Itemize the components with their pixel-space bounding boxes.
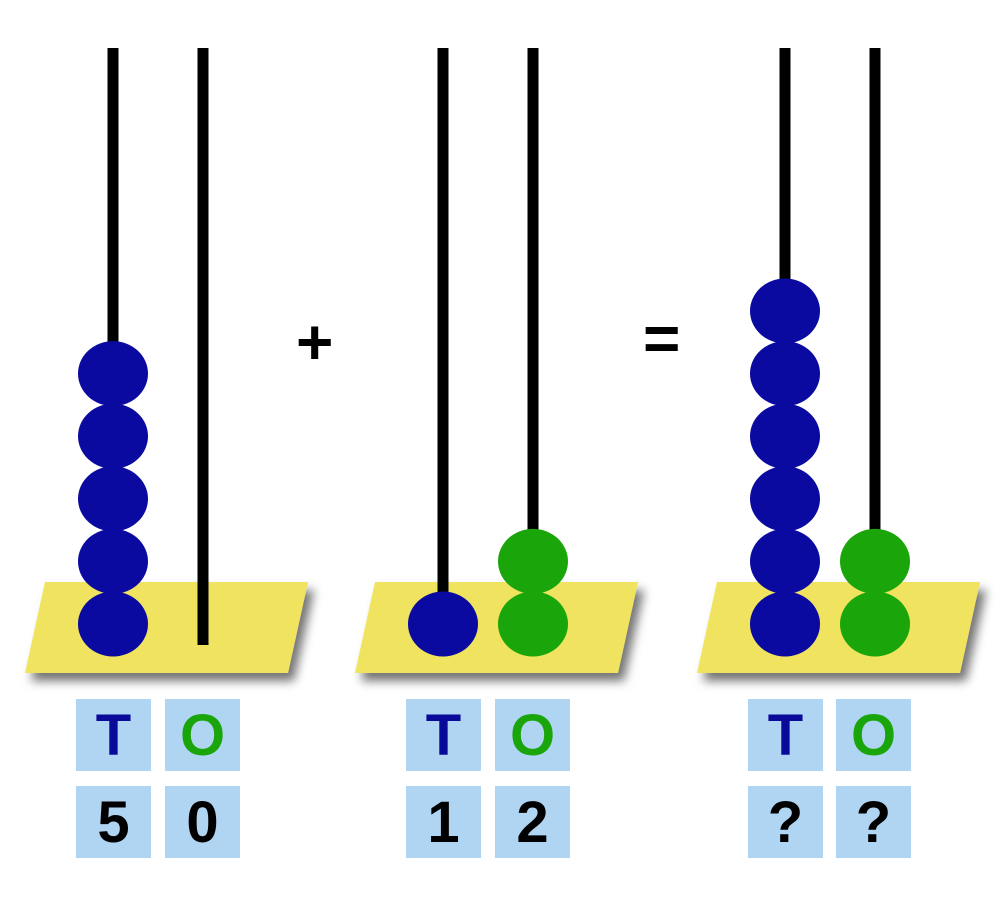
ones-label-3: O [836,699,911,771]
tens-bead [78,341,148,407]
abacus-base [697,582,980,673]
abacus-base [355,582,638,673]
abacus-base [25,582,308,673]
ones-label-2: O [495,699,570,771]
plus-sign: + [296,306,334,378]
ones-digit-3: ? [836,786,911,858]
tens-bead [78,528,148,594]
equals-sign: = [643,302,681,374]
tens-bead [78,466,148,532]
ones-bead [498,528,568,594]
tens-bead [750,528,820,594]
ones-bead [498,591,568,657]
ones-bead [840,528,910,594]
tens-bead [78,591,148,657]
tens-bead [750,403,820,469]
tens-bead [78,403,148,469]
tens-bead [750,278,820,344]
tens-label-2: T [406,699,481,771]
ones-label-1: O [165,699,240,771]
ones-bead [840,591,910,657]
tens-digit-2: 1 [406,786,481,858]
tens-label-1: T [76,699,151,771]
tens-digit-3: ? [748,786,823,858]
ones-digit-1: 0 [165,786,240,858]
tens-bead [750,341,820,407]
tens-bead [750,591,820,657]
tens-digit-1: 5 [76,786,151,858]
tens-bead [750,466,820,532]
ones-digit-2: 2 [495,786,570,858]
tens-bead [408,591,478,657]
tens-label-3: T [748,699,823,771]
